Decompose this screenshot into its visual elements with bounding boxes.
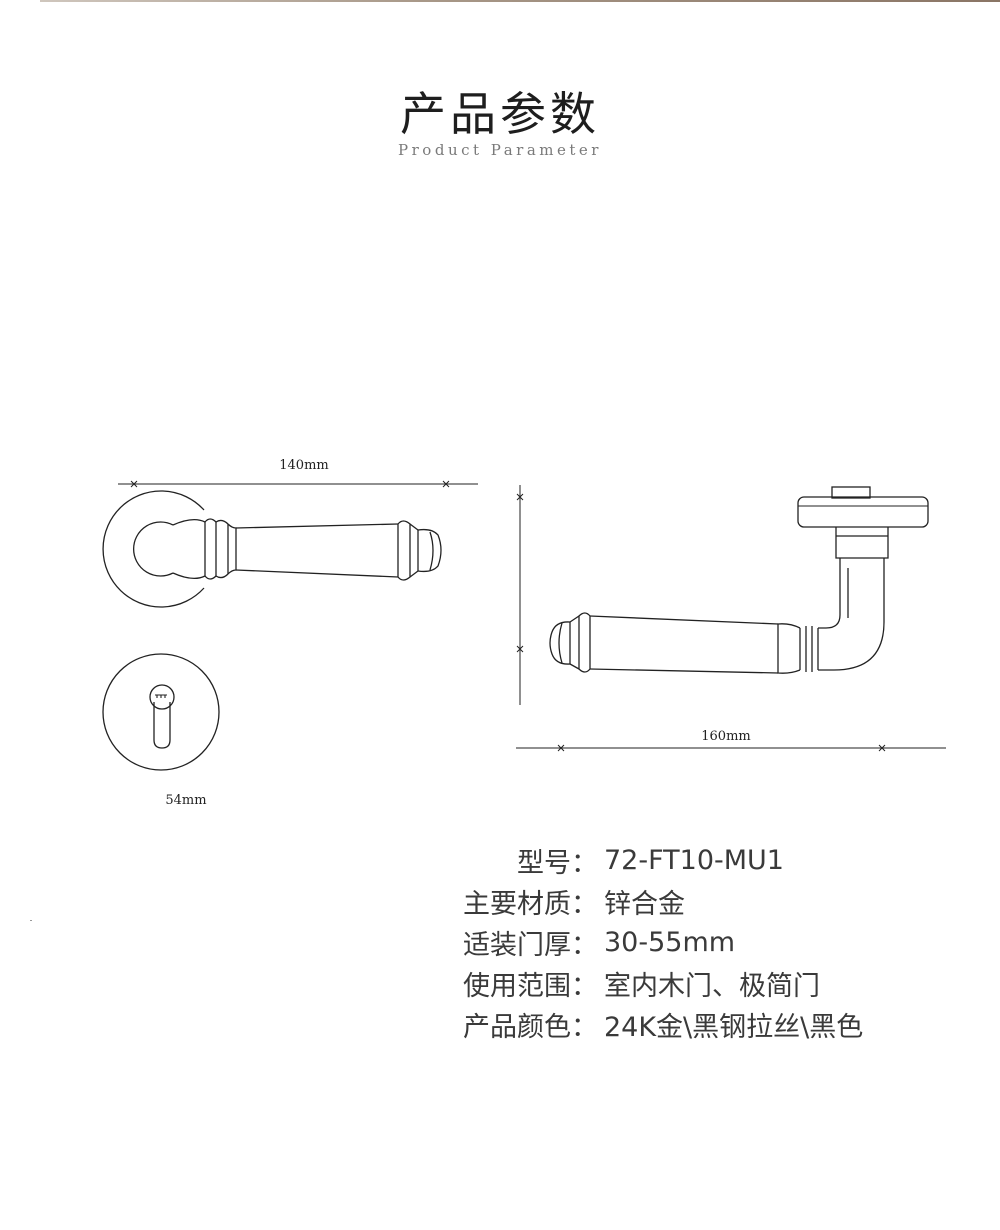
- spec-value: 锌合金: [604, 889, 685, 920]
- side-view-handle: [516, 485, 929, 705]
- spec-value: 30-55mm: [604, 927, 736, 958]
- spec-row-color: 产品颜色： 24K金\黑钢拉丝\黑色: [440, 1004, 980, 1045]
- top-divider: [40, 0, 1000, 2]
- key-rosette: [102, 653, 220, 771]
- spec-row-model: 型号： 72-FT10-MU1: [440, 840, 980, 881]
- spec-label: 主要材质：: [463, 889, 598, 920]
- spec-row-usage: 使用范围： 室内木门、极简门: [440, 963, 980, 1004]
- spec-label: 型号：: [517, 848, 598, 879]
- page-subtitle: Product Parameter: [398, 141, 602, 159]
- stray-mark: [30, 920, 32, 921]
- spec-label: 使用范围：: [463, 971, 598, 1002]
- spec-row-material: 主要材质： 锌合金: [440, 881, 980, 922]
- side-length-label: 160mm: [701, 729, 750, 744]
- spec-value: 72-FT10-MU1: [604, 845, 784, 876]
- spec-list: 型号： 72-FT10-MU1 主要材质： 锌合金 适装门厚： 30-55mm …: [440, 840, 980, 1045]
- spec-row-door-thickness: 适装门厚： 30-55mm: [440, 922, 980, 963]
- spec-label: 产品颜色：: [463, 1012, 598, 1043]
- page-title: 产品参数: [400, 87, 600, 141]
- rosette-diameter-label: 54mm: [165, 793, 206, 808]
- spec-label: 适装门厚：: [463, 930, 598, 961]
- technical-drawing: 140mm 54mm 160mm: [102, 458, 946, 808]
- front-view-handle: [102, 480, 478, 608]
- spec-value: 24K金\黑钢拉丝\黑色: [604, 1012, 864, 1043]
- handle-width-label: 140mm: [279, 458, 328, 473]
- spec-value: 室内木门、极简门: [604, 971, 820, 1002]
